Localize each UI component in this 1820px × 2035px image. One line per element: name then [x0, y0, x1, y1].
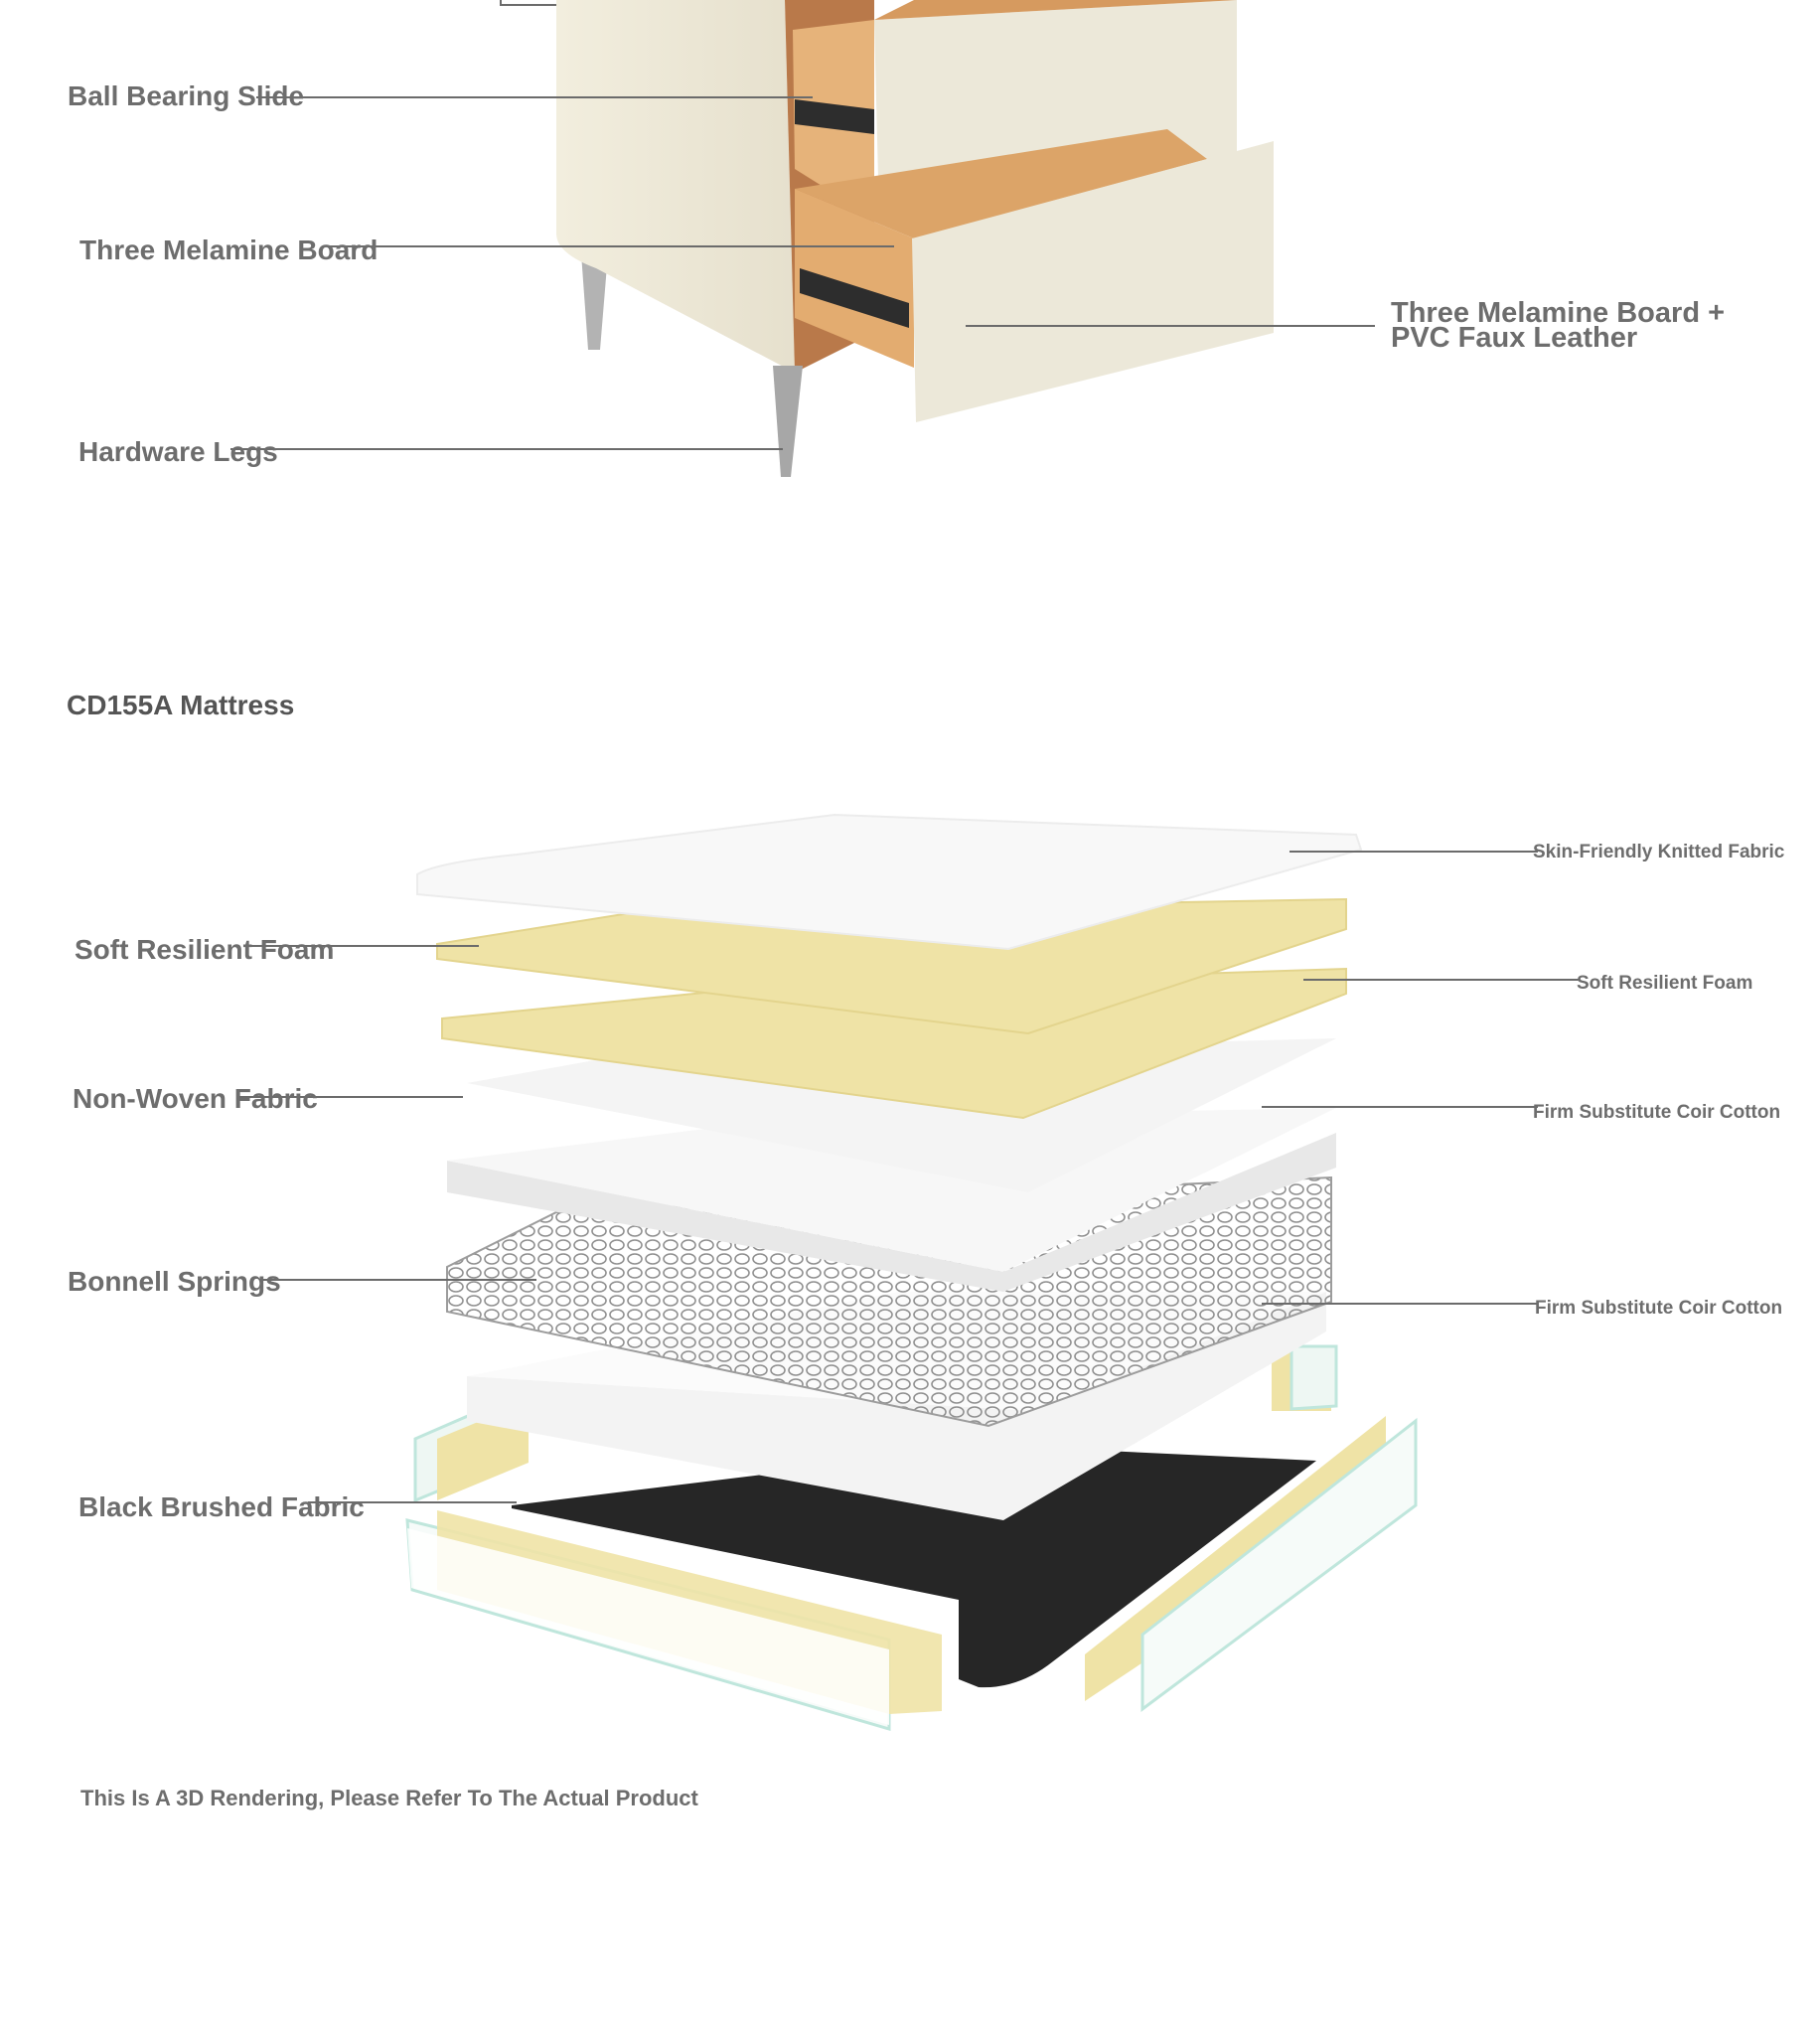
label-black-brushed-fabric: Black Brushed Fabric: [78, 1491, 365, 1522]
base-back-right-strip: [1289, 1344, 1338, 1411]
label-firm-substitute-coir-cotton-1: Firm Substitute Coir Cotton: [1533, 1102, 1781, 1123]
label-bonnell-springs: Bonnell Springs: [68, 1266, 281, 1297]
back-leg: [581, 253, 608, 350]
front-leg: [773, 366, 803, 477]
upper-drawer-inner: [874, 0, 1237, 20]
cabinet-body: [556, 0, 795, 373]
label-firm-substitute-coir-cotton-2: Firm Substitute Coir Cotton: [1535, 1298, 1783, 1319]
label-hardware-legs: Hardware Legs: [78, 436, 278, 467]
black-brushed-bottom: [512, 1446, 1316, 1688]
label-board-leather-line1: Three Melamine Board +: [1391, 297, 1726, 329]
label-three-melamine-board: Three Melamine Board: [79, 235, 379, 265]
label-ball-bearing-slide: Ball Bearing Slide: [68, 80, 305, 111]
knitted-fabric-layer: [416, 813, 1363, 951]
base-front-right-strip: [1140, 1417, 1418, 1712]
mattress-title: CD155A Mattress: [67, 690, 295, 720]
base-front-left-white: [407, 1528, 889, 1725]
label-board-leather-line2: PVC Faux Leather: [1391, 322, 1638, 354]
nightstand-illustration: [230, 0, 1375, 477]
label-non-woven-fabric: Non-Woven Fabric: [73, 1083, 318, 1114]
lower-drawer-rail: [800, 268, 909, 328]
label-skin-friendly-knitted-fabric: Skin-Friendly Knitted Fabric: [1533, 842, 1785, 862]
upper-drawer-rail: [795, 99, 874, 134]
label-soft-resilient-foam-left: Soft Resilient Foam: [75, 934, 335, 965]
label-board-leather: Three Melamine Board + PVC Faux Leather: [1391, 297, 1726, 354]
upper-coir-side: [447, 1133, 1336, 1292]
lower-drawer-side: [795, 189, 914, 368]
lower-drawer-inner: [795, 129, 1207, 238]
mattress-illustration: [238, 813, 1580, 1731]
lower-drawer-front: [912, 141, 1274, 422]
label-soft-resilient-foam-right: Soft Resilient Foam: [1577, 973, 1753, 994]
rendering-disclaimer: This Is A 3D Rendering, Please Refer To …: [80, 1786, 698, 1810]
